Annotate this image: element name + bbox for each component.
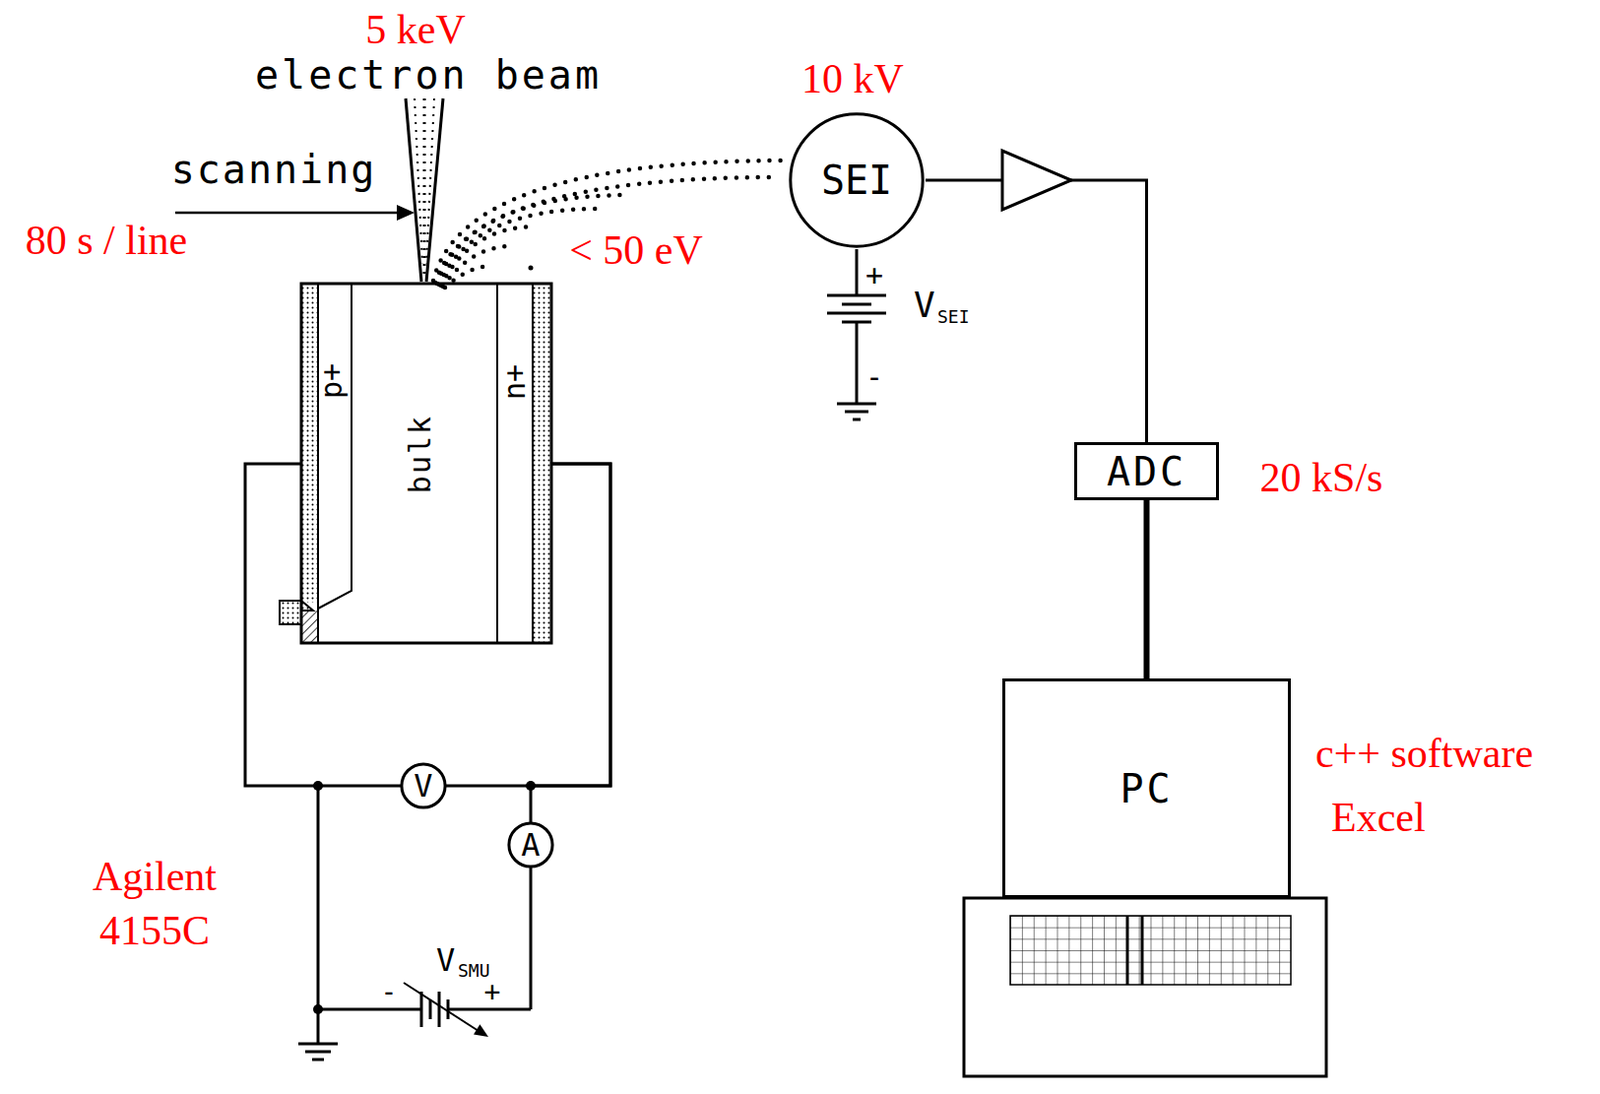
circle-outline [508,822,554,868]
node-label: n+ [500,364,530,400]
smu-circuit [298,785,531,1060]
polarity-sign: - [865,362,884,392]
wire [925,180,1148,443]
circle-outline [787,111,926,250]
pc-box: PC [1002,678,1291,898]
node-label: bulk [405,414,436,494]
voltage-symbol-anchor: V [913,287,936,323]
polarity-sign: - [381,978,398,1007]
polarity-sign-anchor: - [381,978,398,1007]
bulk-region: bulk [351,283,498,643]
node-label: SEI [821,160,893,200]
beam-label: electron beam [255,55,602,95]
voltage-label-anchor: 10 kV [801,58,904,100]
electron-energy-label-anchor: < 50 eV [569,229,704,271]
voltage-symbol: V [436,944,455,976]
node-label: ADC [1106,451,1187,492]
detector-bias [827,249,887,420]
voltage-symbol-anchor: V [436,944,455,976]
polarity-sign: + [484,978,502,1007]
instrument-label: Agilent 4155C [75,849,234,958]
detector-circle: SEI [787,111,926,250]
keyboard [963,897,1327,1077]
amplifier-symbol [1002,150,1072,210]
software-label-anchor: Excel [1331,796,1426,838]
secondary-electrons [433,160,788,288]
voltage-subscript: SMU [457,961,491,980]
n-plus-region: n+ [497,283,552,643]
voltmeter-circle: V [400,763,447,809]
p-plus-region: p+ [301,283,352,643]
scan-speed-label-anchor: 80 s / line [25,219,189,261]
junction-dots [313,780,536,1015]
node-label: V [413,769,433,802]
node-label: PC [1119,768,1173,809]
software-label: Excel [1331,796,1426,838]
scan-arrow [175,204,415,221]
software-label: c++ software [1315,732,1534,774]
electron-energy-label: < 50 eV [569,229,704,271]
voltage-subscript-anchor: SEI [937,308,970,326]
voltage-subscript-anchor: SMU [457,961,491,980]
scan-label: scanning [171,149,378,190]
node-label: A [520,829,540,861]
node-label: p+ [317,363,347,399]
voltage-label: 10 kV [801,58,904,100]
instrument-label-anchor: Agilent 4155C [75,849,234,958]
beam-label-anchor: electron beam [255,55,602,95]
wire [446,463,611,786]
polarity-sign: + [865,260,884,291]
polarity-sign-anchor: + [865,260,884,291]
scan-speed-label: 80 s / line [25,219,189,261]
wire [245,463,401,786]
wire [1144,500,1151,679]
sample-rate-label: 20 kS/s [1260,456,1384,499]
software-label-anchor: c++ software [1315,732,1534,774]
sample-rate-label-anchor: 20 kS/s [1260,456,1384,499]
polarity-sign-anchor: + [484,978,502,1007]
scan-label-anchor: scanning [171,149,378,190]
energy-label-anchor: 5 keV [365,8,465,51]
ammeter-circle: A [508,822,554,868]
sample-device [279,283,552,643]
variable-arrowhead [473,1024,489,1037]
adc-box: ADC [1074,442,1219,501]
voltage-subscript: SEI [937,308,970,326]
voltage-symbol: V [913,287,936,323]
circle-outline [400,763,447,809]
energy-label: 5 keV [365,8,465,51]
electron-beam [405,98,444,282]
polarity-sign-anchor: - [865,362,884,392]
